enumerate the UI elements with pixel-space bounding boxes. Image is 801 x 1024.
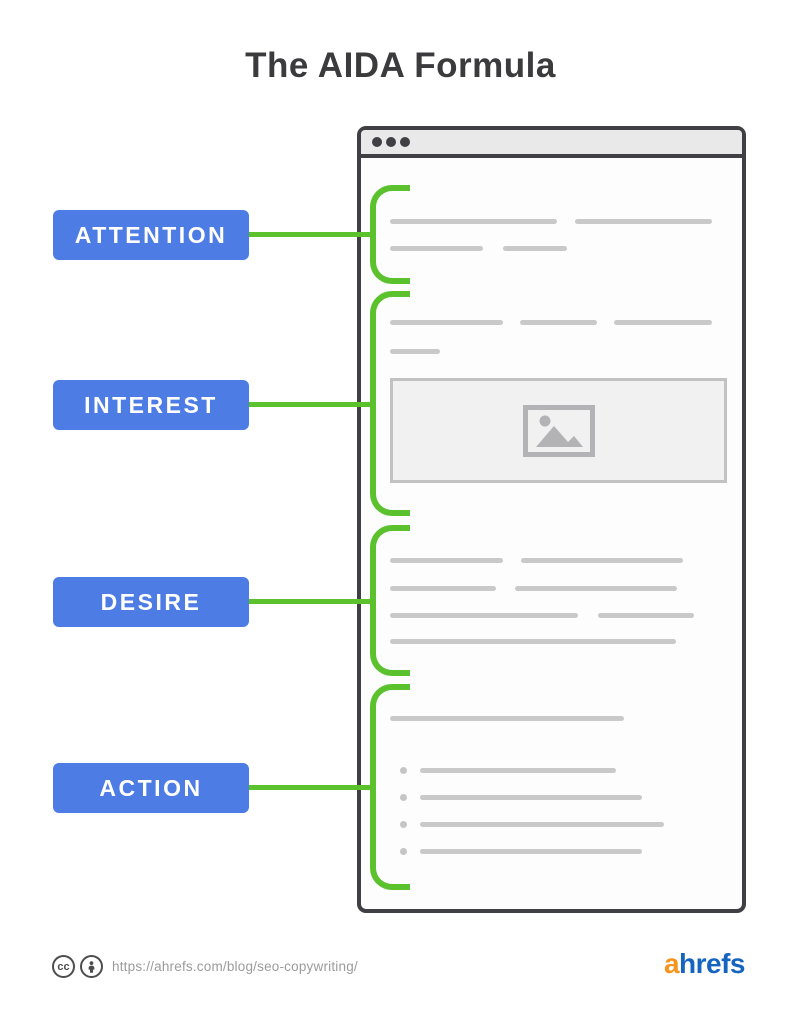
window-control-dot: [372, 137, 382, 147]
image-placeholder-icon: [522, 404, 595, 457]
person-icon: [88, 961, 95, 973]
placeholder-line-interest: [520, 320, 597, 325]
placeholder-line-desire: [598, 613, 694, 618]
placeholder-line-action: [420, 768, 616, 773]
placeholder-line-action: [420, 849, 642, 854]
placeholder-line-interest: [390, 349, 440, 354]
aida-label-action[interactable]: ACTION: [53, 763, 249, 813]
brace-desire: [370, 525, 410, 676]
source-url-link[interactable]: https://ahrefs.com/blog/seo-copywriting/: [112, 959, 358, 974]
placeholder-line-attention: [390, 246, 483, 251]
placeholder-line-action: [420, 822, 664, 827]
placeholder-line-desire: [390, 558, 503, 563]
brace-attention: [370, 185, 410, 284]
placeholder-line-desire: [390, 613, 578, 618]
placeholder-line-desire: [390, 586, 496, 591]
browser-window-mockup: [357, 126, 746, 913]
cc-license-icon: cc: [52, 955, 75, 978]
placeholder-bullet-action: [400, 794, 407, 801]
window-control-dot: [386, 137, 396, 147]
connector-desire: [246, 599, 375, 604]
placeholder-line-interest: [390, 320, 503, 325]
ahrefs-logo-a: a: [663, 948, 680, 979]
ahrefs-logo: ahrefs: [663, 948, 746, 980]
placeholder-bullet-action: [400, 848, 407, 855]
placeholder-line-desire: [515, 586, 677, 591]
page-title: The AIDA Formula: [245, 46, 556, 85]
connector-action: [246, 785, 375, 790]
browser-titlebar: [361, 130, 742, 158]
connector-attention: [246, 232, 375, 237]
placeholder-line-action: [420, 795, 642, 800]
aida-label-attention[interactable]: ATTENTION: [53, 210, 249, 260]
placeholder-line-desire: [390, 639, 676, 644]
placeholder-line-attention: [390, 219, 557, 224]
image-placeholder: [390, 378, 727, 483]
brace-interest: [370, 291, 410, 516]
ahrefs-logo-hrefs: hrefs: [679, 948, 745, 979]
placeholder-line-action: [390, 716, 624, 721]
placeholder-bullet-action: [400, 821, 407, 828]
aida-label-interest[interactable]: INTEREST: [53, 380, 249, 430]
cc-attribution-icon: [80, 955, 103, 978]
footer: cc https://ahrefs.com/blog/seo-copywriti…: [0, 944, 801, 988]
placeholder-line-desire: [521, 558, 683, 563]
window-control-dot: [400, 137, 410, 147]
aida-label-desire[interactable]: DESIRE: [53, 577, 249, 627]
brace-action: [370, 684, 410, 890]
placeholder-line-attention: [503, 246, 567, 251]
connector-interest: [246, 402, 375, 407]
placeholder-bullet-action: [400, 767, 407, 774]
placeholder-line-attention: [575, 219, 712, 224]
placeholder-line-interest: [614, 320, 712, 325]
